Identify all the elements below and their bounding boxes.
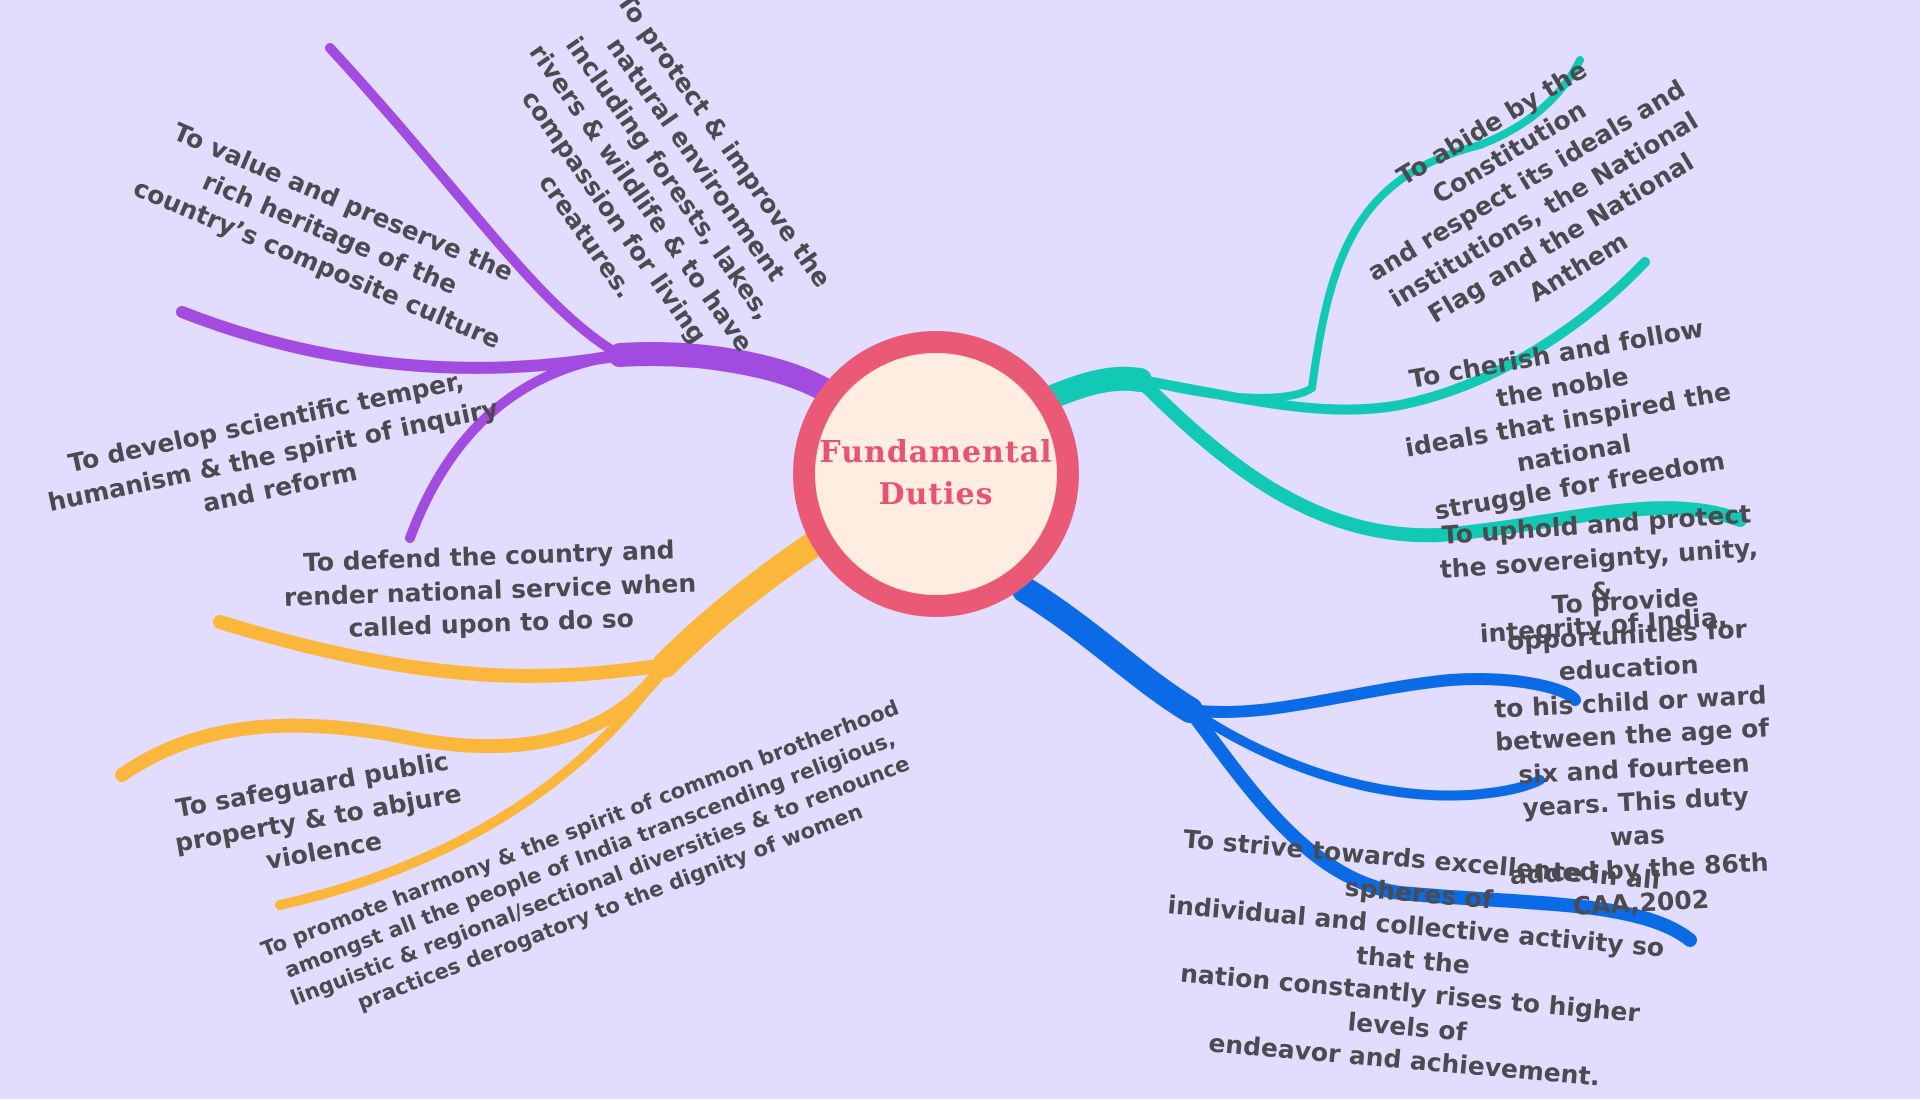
branch-blue-trunk bbox=[1012, 577, 1203, 723]
branch-teal-trunk bbox=[1033, 366, 1152, 412]
duty-defend-country[interactable]: To defend the country and render nationa… bbox=[283, 535, 697, 643]
branch-blue-education-a bbox=[1184, 673, 1581, 718]
branch-purple-environment bbox=[325, 43, 625, 360]
duty-excellence[interactable]: To strive towards excellence in all sphe… bbox=[1166, 824, 1666, 1092]
branch-orange-property bbox=[115, 658, 672, 782]
branch-teal-sovereignty bbox=[1133, 373, 1747, 543]
central-topic-title: Fundamental Duties bbox=[819, 435, 1053, 512]
branch-purple-scientific bbox=[405, 350, 625, 543]
branch-blue-education-b bbox=[1185, 705, 1545, 801]
branch-orange-trunk bbox=[652, 527, 833, 678]
branch-purple-trunk bbox=[608, 342, 837, 402]
branch-orange-defend bbox=[213, 615, 672, 683]
branch-teal-freedom bbox=[1135, 257, 1650, 415]
central-topic-node[interactable]: Fundamental Duties bbox=[793, 331, 1079, 617]
branch-purple-heritage bbox=[176, 306, 626, 374]
branch-blue-excellence bbox=[1183, 703, 1697, 947]
branch-orange-harmony bbox=[275, 660, 670, 910]
